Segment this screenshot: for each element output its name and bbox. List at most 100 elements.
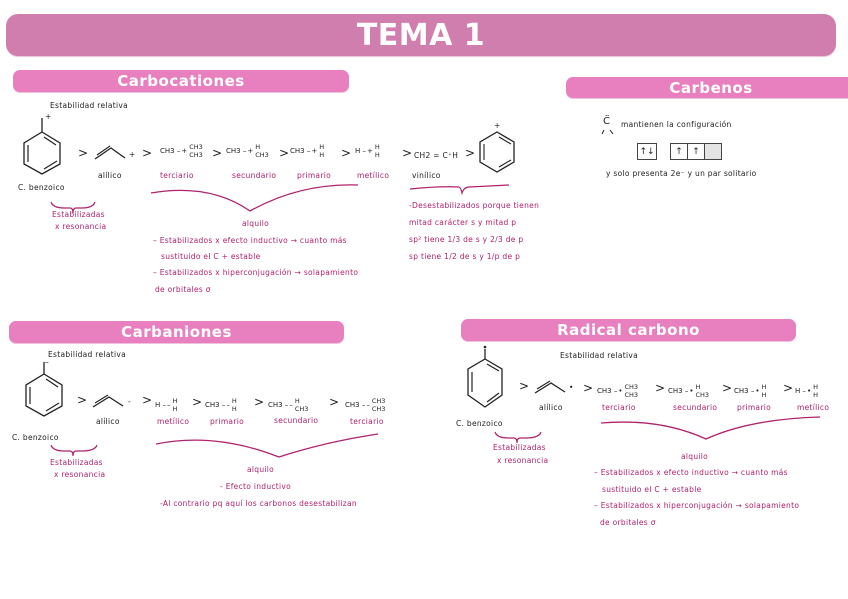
formula-top: CH3 bbox=[624, 383, 639, 391]
brace-resonance bbox=[50, 444, 98, 457]
alkyl-note: – Estabilizados x hiperconjugación → sol… bbox=[153, 268, 359, 277]
alkyl-note: de orbitales σ bbox=[155, 285, 211, 294]
alkyl-note: - Efecto inductivo bbox=[220, 482, 292, 491]
radical-mark: • bbox=[618, 387, 623, 395]
vinyl-note: sp² tiene 1/3 de s y 2/3 de p bbox=[409, 235, 524, 244]
formula-bottom: H bbox=[231, 405, 237, 413]
vinyl-note: -Desestabilizados porque tienen bbox=[409, 201, 540, 210]
resonance-note: Estabilizadas bbox=[493, 443, 546, 452]
section-heading-radical: Radical carbono bbox=[461, 319, 796, 341]
allyl-charge: + bbox=[129, 150, 136, 159]
greater-than: > bbox=[402, 146, 413, 160]
vinyl-note: sp tiene 1/2 de s y 1/p de p bbox=[409, 252, 521, 261]
formula-bottom: CH3 bbox=[695, 391, 710, 399]
formula-left: H – bbox=[155, 401, 166, 409]
section-heading-carbocationes: Carbocationes bbox=[13, 70, 349, 92]
benzene-ring bbox=[23, 118, 61, 175]
alkyl-label: alquilo bbox=[242, 219, 270, 228]
formula-top: H bbox=[374, 143, 380, 151]
label-methyl: metílico bbox=[157, 417, 190, 426]
radical-mark: • bbox=[689, 387, 694, 395]
brace-alkyl bbox=[150, 184, 359, 212]
formula-bottom: H bbox=[374, 151, 380, 159]
alkyl-note: – Estabilizados x efecto inductivo → cua… bbox=[153, 236, 347, 245]
formula-top: H bbox=[813, 383, 819, 391]
greater-than: > bbox=[212, 146, 223, 160]
label-benzoic: C. benzoico bbox=[12, 433, 59, 442]
greater-than: > bbox=[465, 146, 476, 160]
alkyl-note: sustituido el C + estable bbox=[602, 485, 702, 494]
allyl-charge: - bbox=[128, 397, 132, 406]
greater-than: > bbox=[583, 381, 594, 395]
formula-left: CH3 – bbox=[226, 147, 247, 155]
orbital-electrons: ↑ bbox=[671, 144, 688, 159]
label-secondary: secundario bbox=[274, 416, 319, 425]
vinyl-note: mitad carácter s y mitad p bbox=[409, 218, 517, 227]
formula-top: H bbox=[231, 397, 237, 405]
formula-bottom: H bbox=[813, 391, 819, 399]
benzoic-charge: + bbox=[45, 112, 52, 121]
greater-than: > bbox=[78, 146, 89, 160]
label-methyl: metílico bbox=[357, 171, 390, 180]
orbital-electrons: ↑↓ bbox=[639, 146, 655, 157]
benzene-ring bbox=[25, 362, 63, 417]
formula-bottom: H bbox=[761, 391, 767, 399]
formula-top: CH3 bbox=[189, 143, 203, 151]
stability-label: Estabilidad relativa bbox=[48, 350, 126, 359]
label-benzoic: C. benzoico bbox=[18, 183, 65, 192]
resonance-note: Estabilizadas bbox=[52, 210, 105, 219]
label-secondary: secundario bbox=[673, 403, 718, 412]
resonance-note: Estabilizadas bbox=[50, 458, 103, 467]
label-tertiary: terciario bbox=[160, 171, 194, 180]
formula-left: CH3 – bbox=[290, 147, 311, 155]
formula-left: CH3 – bbox=[268, 401, 289, 409]
formula-bottom: CH3 bbox=[624, 391, 639, 399]
alkyl-note: sustituido el C + estable bbox=[161, 252, 261, 261]
greater-than: > bbox=[279, 146, 290, 160]
formula-bottom: CH3 bbox=[294, 405, 309, 413]
charge-mark: – bbox=[167, 401, 171, 409]
carbene-config-text: mantienen la configuración bbox=[621, 120, 732, 129]
label-allyl: alílico bbox=[98, 171, 122, 180]
section-heading-carbaniones: Carbaniones bbox=[9, 321, 344, 343]
formula-top: H bbox=[319, 143, 325, 151]
label-benzoic: C. benzoico bbox=[456, 419, 503, 428]
page-title: TEMA 1 bbox=[6, 14, 836, 56]
allyl-structure bbox=[92, 394, 124, 408]
section-heading-carbenos: Carbenos bbox=[566, 77, 848, 98]
greater-than: > bbox=[341, 146, 352, 160]
label-vinyl: vinílico bbox=[412, 171, 441, 180]
alkyl-label: alquilo bbox=[247, 465, 275, 474]
orbital-empty bbox=[705, 144, 721, 159]
carbene-symbol: C̈ bbox=[603, 116, 610, 127]
stability-label: Estabilidad relativa bbox=[50, 101, 128, 110]
formula-bottom: CH3 bbox=[189, 151, 203, 159]
formula-top: H bbox=[695, 383, 701, 391]
benzoic-charge: – bbox=[45, 358, 50, 367]
formula-left: CH3 – bbox=[668, 387, 689, 395]
phenyl-charge: + bbox=[494, 121, 501, 130]
greater-than: > bbox=[722, 381, 733, 395]
carbene-note: y solo presenta 2e⁻ y un par solitario bbox=[606, 169, 757, 178]
charge-mark: – bbox=[366, 401, 370, 409]
alkyl-label: alquilo bbox=[681, 452, 709, 461]
greater-than: > bbox=[329, 395, 340, 409]
orbital-electrons: ↑ bbox=[688, 144, 705, 159]
resonance-note: x resonancia bbox=[497, 456, 549, 465]
label-primary: primario bbox=[297, 171, 331, 180]
formula-top: H bbox=[761, 383, 767, 391]
formula-left: CH3 – bbox=[734, 387, 755, 395]
formula-vinyl: CH2 = C⁺H bbox=[414, 151, 459, 160]
formula-top: H bbox=[172, 397, 178, 405]
formula-bottom: CH3 bbox=[255, 151, 269, 159]
stability-label: Estabilidad relativa bbox=[560, 351, 638, 360]
formula-top: CH3 bbox=[371, 397, 386, 405]
resonance-note: x resonancia bbox=[55, 222, 107, 231]
